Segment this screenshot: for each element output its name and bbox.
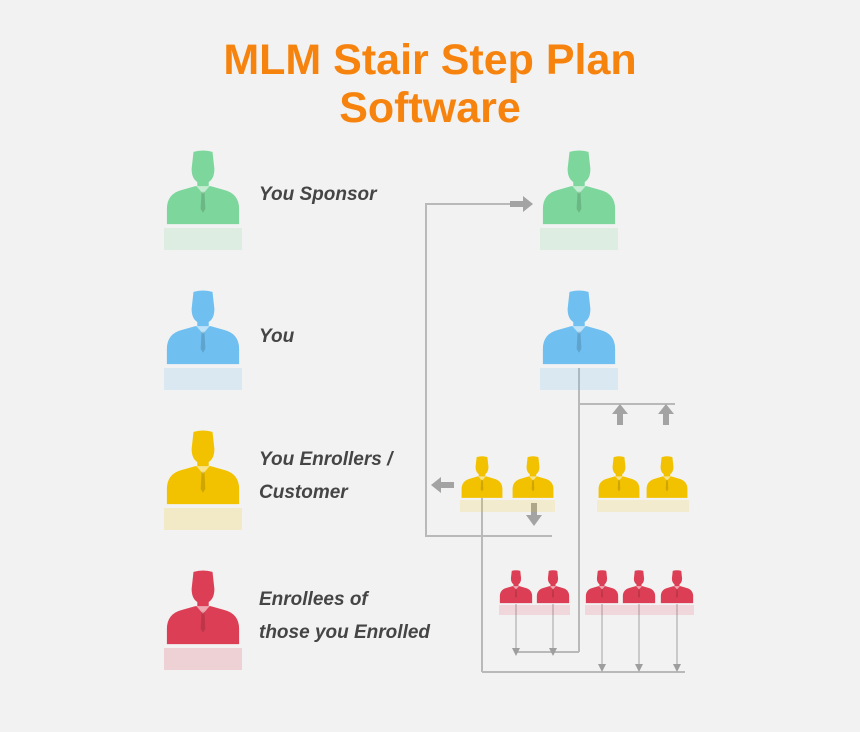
title-line-1: MLM Stair Step Plan: [223, 36, 637, 84]
legend-label-sponsor: You Sponsor: [259, 184, 377, 205]
legend-label-enrollers: You Enrollers / Customer: [259, 449, 393, 503]
legend-icon-sponsor: [164, 150, 242, 250]
arrow-up-right: [658, 404, 674, 425]
connector-lines: [425, 203, 685, 673]
sponsor-person-icon: [540, 150, 618, 250]
drop-arrows: [515, 604, 678, 668]
title-line-2: Software: [339, 84, 521, 132]
arrow-left-from-enrollers: [431, 477, 454, 493]
legend-label-you: You: [259, 326, 295, 347]
enrollee-group-right: [585, 570, 694, 615]
legend-label-enrollees: Enrollees of those you Enrolled: [259, 589, 431, 643]
legend-icon-you: [164, 290, 242, 390]
legend-icon-enrollers: [164, 430, 242, 530]
legend-icon-enrollees: [164, 570, 242, 670]
arrow-right-to-sponsor: [510, 196, 533, 212]
arrow-up-left: [612, 404, 628, 425]
enroller-group-left: [460, 456, 555, 512]
page-title: MLM Stair Step Plan Software: [0, 36, 860, 132]
enroller-group-right: [597, 456, 689, 512]
you-person-icon: [540, 290, 618, 390]
enrollee-group-left: [499, 570, 570, 615]
arrow-down-enroller: [526, 503, 542, 526]
drop-arrow-heads: [512, 648, 681, 672]
